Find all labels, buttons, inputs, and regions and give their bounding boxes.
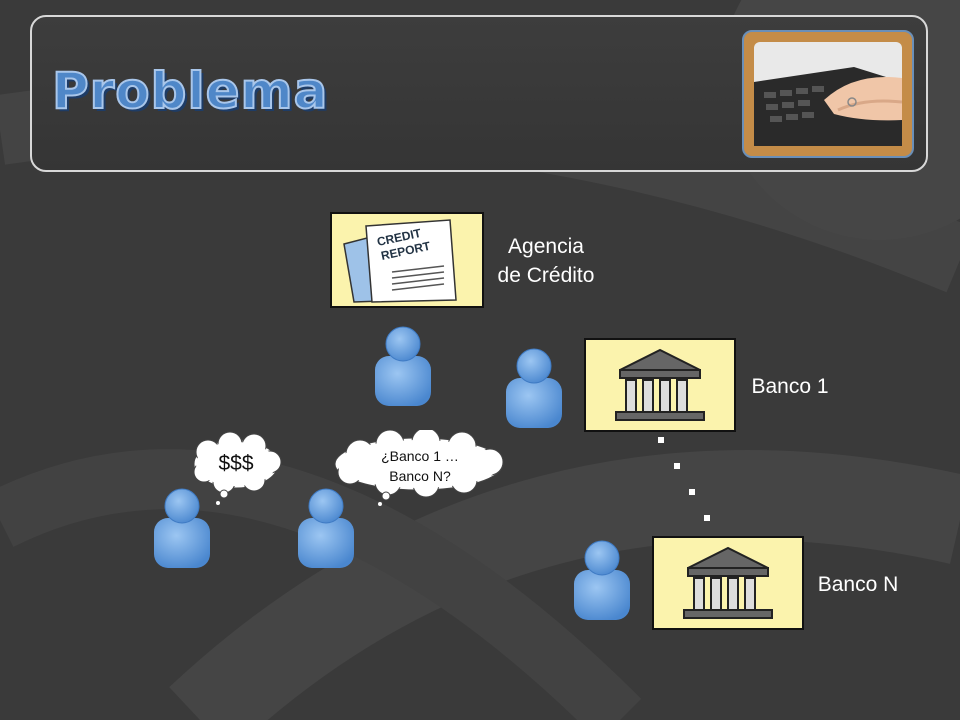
bank-n-label: Banco N xyxy=(817,573,899,596)
person-icon xyxy=(154,488,210,568)
ellipsis-dot xyxy=(704,515,710,521)
person-icon xyxy=(574,540,630,620)
credit-agency-label: Agencia de Crédito xyxy=(497,235,595,287)
ellipsis-dot xyxy=(658,437,664,443)
typing-hands-photo xyxy=(742,30,914,158)
bank-1-box xyxy=(584,338,736,432)
bank-icon xyxy=(615,348,705,421)
credit-report-icon: CREDIT REPORT xyxy=(343,219,457,303)
credit-report-box: CREDIT REPORT xyxy=(330,212,484,308)
bank-1-label: Banco 1 xyxy=(751,375,829,398)
bank-icon xyxy=(683,546,773,619)
person-icon xyxy=(298,488,354,568)
bank-n-box xyxy=(652,536,804,630)
ellipsis-dot xyxy=(689,489,695,495)
thought-cloud-icon xyxy=(193,431,282,506)
slide-title: Problema xyxy=(51,61,329,121)
cloud-money-text: $$$ xyxy=(218,452,254,475)
person-icon xyxy=(375,326,431,406)
ellipsis-dot xyxy=(674,463,680,469)
person-icon xyxy=(506,348,562,428)
thought-cloud-icon xyxy=(334,430,504,507)
cloud-question-text: ¿Banco 1 … Banco N? xyxy=(381,448,459,484)
